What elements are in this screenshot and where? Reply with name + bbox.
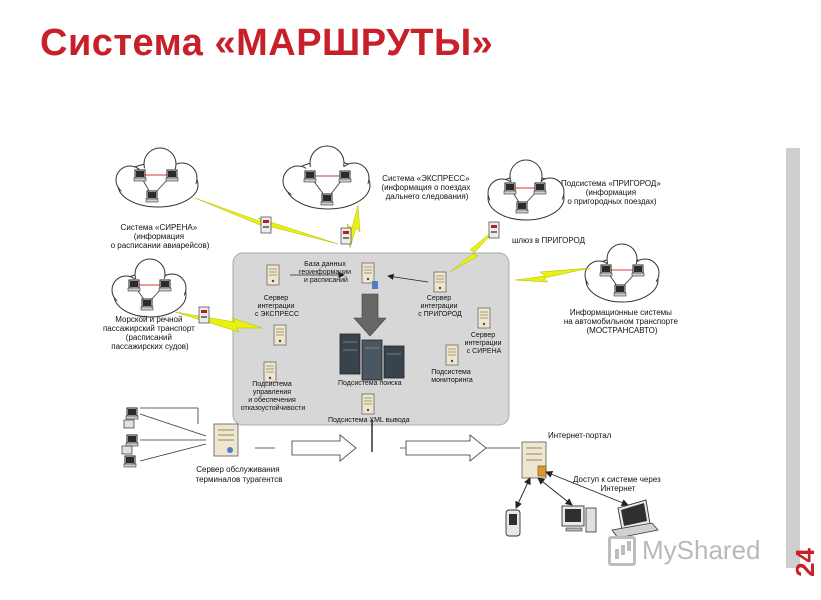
internet-portal-server-icon (521, 441, 547, 479)
watermark-text: MyShared (642, 535, 761, 565)
label-db-1: База данных (304, 261, 346, 268)
core-system-panel (232, 252, 510, 426)
svg-text:База данных геоинформации: База данных геоинформации и расписаний (299, 261, 353, 284)
server-monitoring-icon (445, 344, 459, 366)
label-db-3: и расписаний (304, 276, 348, 284)
terminal-server-icon (213, 423, 239, 457)
svg-text:Подсистема «ПРИГОРОД» (инф: Подсистема «ПРИГОРОД» (информация о приг… (561, 179, 663, 206)
label-sirena-2: (информация (134, 232, 184, 241)
label-access-1: Доступ к системе через (573, 475, 661, 484)
label-srv-prigorod-2: интеграции (421, 303, 458, 310)
label-terminal-1: Сервер обслуживания (196, 465, 279, 474)
svg-text:Доступ к системе через Инт: Доступ к системе через Интернет (573, 475, 663, 493)
server-prigorod-icon (433, 271, 447, 293)
label-monitoring-2: мониторинга (431, 377, 473, 384)
gateway-sea-icon (198, 306, 210, 324)
label-access-2: Интернет (601, 484, 636, 493)
server-express-icon (266, 264, 280, 286)
slide-title: Система «МАРШРУТЫ» (40, 22, 494, 64)
label-express-1: Система «ЭКСПРЕСС» (382, 174, 470, 183)
cloud-sea-river (111, 258, 187, 318)
cloud-mostransavto (584, 243, 660, 303)
svg-text:Система «СИРЕНА» (информац: Система «СИРЕНА» (информация о расписани… (111, 223, 210, 250)
svg-text:Подсистема управления: Подсистема управления и обеспечения отка… (241, 381, 306, 412)
architecture-diagram: Система «СИРЕНА» (информация о расписани… (103, 145, 680, 539)
label-srv-prigorod-1: Сервер (427, 295, 451, 302)
server-management2-icon (263, 361, 277, 383)
svg-text:Система «ЭКСПРЕСС» (информ: Система «ЭКСПРЕСС» (информация о поездах… (381, 174, 472, 201)
core-down-arrow-icon (353, 293, 387, 337)
label-mgmt-2: управления (253, 389, 291, 396)
laptop-icon (611, 499, 659, 539)
label-express-3: дальнего следования) (386, 192, 469, 201)
svg-text:Сервер интеграции с ЭК: Сервер интеграции с ЭКСПРЕСС (255, 295, 299, 318)
label-prigorod-1: Подсистема «ПРИГОРОД» (561, 179, 661, 188)
watermark-logo-icon (608, 535, 636, 566)
label-portal: Интернет-портал (548, 431, 612, 440)
label-srv-express-1: Сервер (264, 295, 288, 302)
label-sea-3: (расписаний (126, 333, 172, 342)
label-prigorod-3: о пригородных поездах) (567, 197, 657, 206)
label-srv-sirena-2: интеграции (465, 340, 502, 347)
server-sirena-icon (477, 307, 491, 329)
gateway-sirena-icon (260, 216, 272, 234)
search-cluster-icon (339, 333, 405, 381)
label-sea-4: пассажирских судов) (111, 342, 189, 351)
desktop-pc-icon (561, 505, 597, 533)
svg-text:Сервер интеграции с СИ: Сервер интеграции с СИРЕНА (465, 332, 504, 355)
terminal-clients-icon (121, 407, 139, 468)
server-xml-icon (361, 393, 375, 415)
label-sea-2: пассажирский транспорт (103, 324, 195, 333)
label-mgmt-4: отказоустойчивости (241, 404, 306, 412)
server-management-icon (273, 324, 287, 346)
label-terminal-2: терминалов турагентсв (196, 475, 283, 484)
label-srv-sirena-3: с СИРЕНА (467, 348, 502, 355)
watermark: MyShared (608, 535, 761, 566)
svg-text:Подсистема мониторинга: Подсистема мониторинга (431, 369, 473, 384)
label-srv-prigorod-3: с ПРИГОРОД (418, 311, 462, 318)
gateway-prigorod-icon (488, 221, 500, 239)
phone-icon (505, 509, 521, 537)
label-db-2: геоинформации (299, 269, 351, 276)
label-srv-express-3: с ЭКСПРЕСС (255, 311, 299, 318)
label-gateway: шлюз в ПРИГОРОД (512, 236, 586, 245)
page-number: 24 (790, 548, 820, 577)
label-info-3: (МОСТРАНСАВТО) (586, 326, 657, 335)
label-sirena-3: о расписании авиарейсов) (111, 241, 210, 250)
label-mgmt-1: Подсистема (252, 381, 292, 388)
database-server-icon (361, 262, 375, 284)
gateway-express-icon (340, 227, 352, 245)
cloud-express (282, 145, 371, 210)
label-sea-1: Морской и речной (115, 315, 182, 324)
label-xml: Подсистема XML вывода (328, 417, 410, 424)
label-express-2: (информация о поездах (381, 183, 470, 192)
svg-text:Сервер обслуживания термин: Сервер обслуживания терминалов турагентс… (196, 465, 283, 484)
label-monitoring-1: Подсистема (431, 369, 471, 376)
label-prigorod-2: (информация (586, 188, 636, 197)
label-srv-express-2: интеграции (258, 303, 295, 310)
label-srv-sirena-1: Сервер (471, 332, 495, 339)
label-search: Подсистема поиска (338, 380, 402, 387)
svg-text:Сервер интеграции с ПР: Сервер интеграции с ПРИГОРОД (418, 295, 462, 318)
svg-text:Информационные системы на: Информационные системы на автомобильном … (564, 308, 680, 335)
label-info-2: на автомобильном транспорте (564, 317, 679, 326)
svg-text:Морской и речной пассажирс: Морской и речной пассажирский транспорт … (103, 315, 197, 351)
label-sirena-1: Система «СИРЕНА» (121, 223, 198, 232)
cloud-prigorod (487, 159, 565, 221)
slide-side-bar (786, 148, 800, 568)
label-info-1: Информационные системы (570, 308, 672, 317)
cloud-sirena (115, 147, 199, 208)
label-mgmt-3: и обеспечения (248, 396, 296, 404)
